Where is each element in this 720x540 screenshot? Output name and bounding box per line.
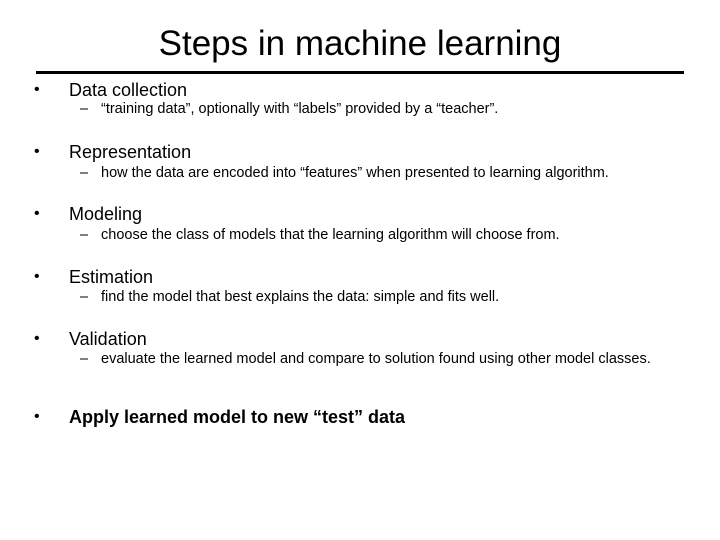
sub-bullet-marker: – [80, 351, 89, 367]
slide-title: Steps in machine learning [158, 24, 562, 63]
bullet-marker: • [34, 81, 40, 98]
sub-bullet-text: find the model that best explains the da… [101, 289, 500, 305]
sub-bullet: – “training data”, optionally with “labe… [80, 101, 670, 117]
bullet-marker: • [34, 268, 40, 285]
sub-bullet-marker: – [80, 165, 89, 181]
sub-bullet-text: choose the class of models that the lear… [101, 227, 560, 243]
bullet-marker: • [34, 143, 40, 160]
bullet-heading: Estimation [69, 267, 154, 287]
sub-bullet: – find the model that best explains the … [80, 289, 670, 305]
bullet-marker: • [34, 408, 40, 425]
bullet-marker: • [34, 205, 40, 222]
sub-bullet-marker: – [80, 101, 89, 117]
bullet-heading: Data collection [69, 80, 188, 100]
sub-bullet-text: how the data are encoded into “features”… [101, 165, 609, 181]
bullet-heading: Representation [69, 142, 192, 162]
sub-bullet: – evaluate the learned model and compare… [80, 351, 670, 367]
bullet-heading: Validation [69, 329, 147, 349]
sub-bullet: – choose the class of models that the le… [80, 227, 670, 243]
sub-bullet: – how the data are encoded into “feature… [80, 165, 670, 181]
title-divider [36, 71, 684, 74]
sub-bullet-marker: – [80, 227, 89, 243]
bullet-heading: Modeling [69, 204, 143, 224]
sub-bullet-text: “training data”, optionally with “labels… [101, 101, 499, 117]
bullet-marker: • [34, 330, 40, 347]
bullet-heading: Apply learned model to new “test” data [69, 407, 406, 427]
sub-bullet-text: evaluate the learned model and compare t… [101, 351, 651, 367]
sub-bullet-marker: – [80, 289, 89, 305]
